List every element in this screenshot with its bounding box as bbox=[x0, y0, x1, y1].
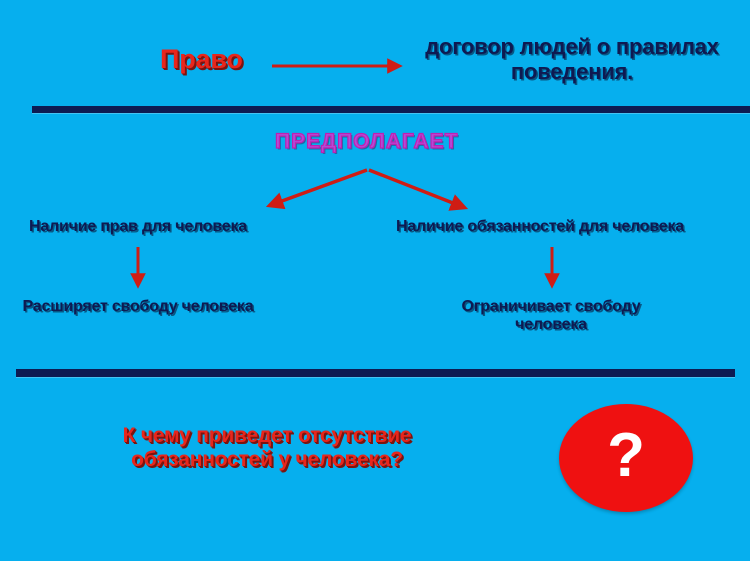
divider-bottom bbox=[16, 369, 735, 377]
connector-label: ПРЕДПОЛАГАЕТ bbox=[274, 129, 459, 153]
divider-top bbox=[32, 106, 750, 113]
outcome-label-expands-freedom: Расширяет свободу человека bbox=[22, 298, 254, 315]
definition-text: договор людей о правилах поведения. bbox=[425, 34, 719, 85]
branch-label-duties: Наличие обязанностей для человека bbox=[396, 218, 684, 235]
arrow-connector-to-rights bbox=[265, 168, 368, 210]
page-title: Право bbox=[160, 44, 243, 74]
branch-label-rights: Наличие прав для человека bbox=[29, 218, 247, 235]
footer-question: К чему приведет отсутствие обязанностей … bbox=[122, 424, 412, 471]
question-mark-badge: ? bbox=[559, 404, 693, 512]
question-mark-icon: ? bbox=[607, 421, 645, 490]
arrow-connector-to-duties bbox=[368, 168, 469, 211]
outcome-label-limits-freedom: Ограничивает свободу человека bbox=[461, 298, 641, 334]
